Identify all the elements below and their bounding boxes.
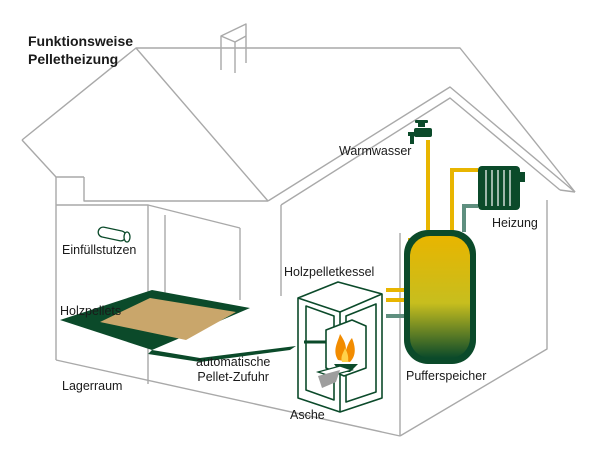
pellet-storage	[60, 290, 296, 362]
label-warmwasser: Warmwasser	[339, 144, 412, 158]
house-outline	[21, 23, 576, 437]
pellet-pile	[100, 298, 236, 340]
label-asche: Asche	[290, 408, 325, 422]
label-heizung: Heizung	[492, 216, 538, 230]
title-line-2: Pelletheizung	[28, 51, 119, 67]
title-line-1: Funktionsweise	[28, 33, 134, 49]
filler-pipe-icon	[97, 226, 131, 243]
front-gable	[267, 86, 576, 202]
feed-auger	[148, 346, 296, 362]
label-zufuhr-line-1: automatische	[196, 355, 271, 369]
label-pellet-zufuhr: automatische Pellet-Zufuhr	[196, 355, 270, 385]
diagram-title: Funktionsweise Pelletheizung	[28, 32, 133, 68]
heating-return-pipe	[462, 204, 478, 232]
label-pufferspeicher: Pufferspeicher	[406, 369, 487, 383]
roof	[21, 47, 576, 193]
chimney	[220, 23, 247, 70]
label-einfuellstutzen: Einfüllstutzen	[62, 243, 137, 257]
radiator-icon	[478, 166, 525, 210]
chimney-top	[220, 35, 247, 43]
buffer-tank	[404, 230, 476, 364]
label-zufuhr-line-2: Pellet-Zufuhr	[197, 370, 269, 384]
heating-flow-pipe	[450, 168, 478, 232]
label-lagerraum: Lagerraum	[62, 379, 123, 393]
faucet-icon	[408, 120, 432, 144]
label-holzpellets: Holzpellets	[60, 304, 122, 318]
label-holzpelletkessel: Holzpelletkessel	[284, 265, 375, 279]
flame-icon	[335, 334, 355, 362]
ash-pile	[318, 370, 340, 388]
